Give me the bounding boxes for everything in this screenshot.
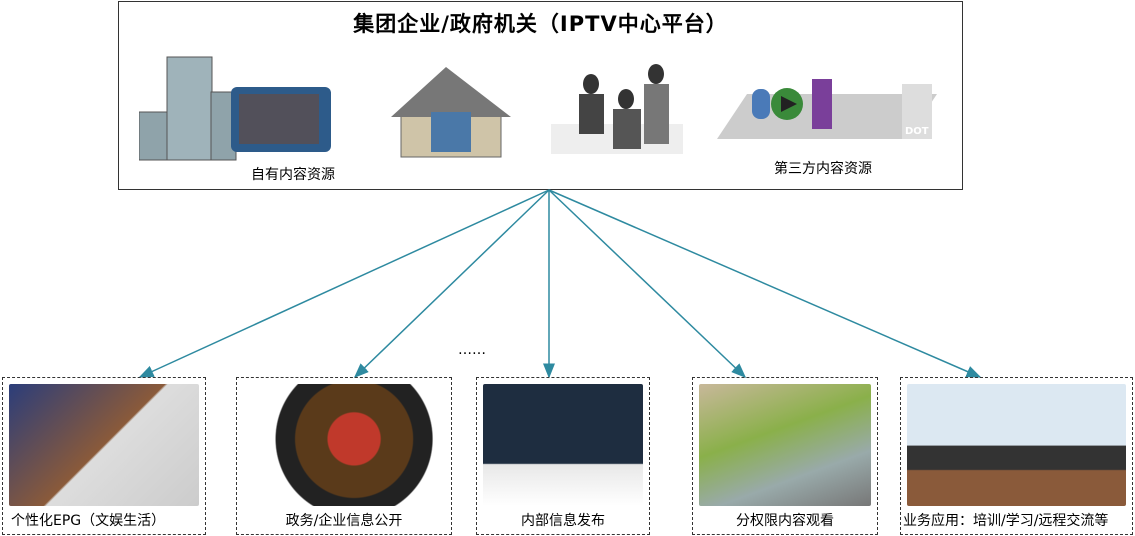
- third-party-media-icon: DOT: [717, 79, 937, 139]
- epg-screenshot-image: [9, 384, 199, 506]
- media-box-image: [483, 384, 643, 506]
- service-label: 政务/企业信息公开: [285, 513, 403, 529]
- arrow-epg: [138, 189, 550, 378]
- service-label: 个性化EPG（文娱生活）: [11, 513, 166, 529]
- svg-text:DOT: DOT: [905, 126, 929, 137]
- service-epg: 个性化EPG（文娱生活）: [2, 377, 206, 535]
- platform-title: 集团企业/政府机关（IPTV中心平台）: [353, 12, 728, 36]
- service-business-apps: 业务应用：培训/学习/远程交流等: [900, 377, 1133, 535]
- third-party-label: 第三方内容资源: [774, 161, 872, 177]
- building-media-icon: [139, 56, 331, 161]
- arrow-business: [548, 189, 982, 378]
- service-label: 内部信息发布: [521, 513, 605, 529]
- meeting-image: [907, 384, 1126, 506]
- service-gov-info: 政务/企业信息公开: [236, 377, 452, 535]
- arrow-permission: [548, 189, 747, 379]
- own-content-label: 自有内容资源: [251, 167, 335, 183]
- home-office-icon: [391, 67, 511, 158]
- arrow-gov: [353, 189, 550, 379]
- business-people-icon: [551, 64, 683, 154]
- iptv-platform-box: 集团企业/政府机关（IPTV中心平台） 自有内容资源 DOT 第三方内容资源: [118, 1, 963, 190]
- service-permission-view: 分权限内容观看: [692, 377, 878, 535]
- service-label: 分权限内容观看: [736, 513, 834, 529]
- service-label: 业务应用：培训/学习/远程交流等: [903, 513, 1109, 529]
- ellipsis: ……: [458, 342, 486, 358]
- office-screen-image: [699, 384, 871, 506]
- service-internal-publish: 内部信息发布: [476, 377, 650, 535]
- tv-screen-image: [243, 384, 445, 506]
